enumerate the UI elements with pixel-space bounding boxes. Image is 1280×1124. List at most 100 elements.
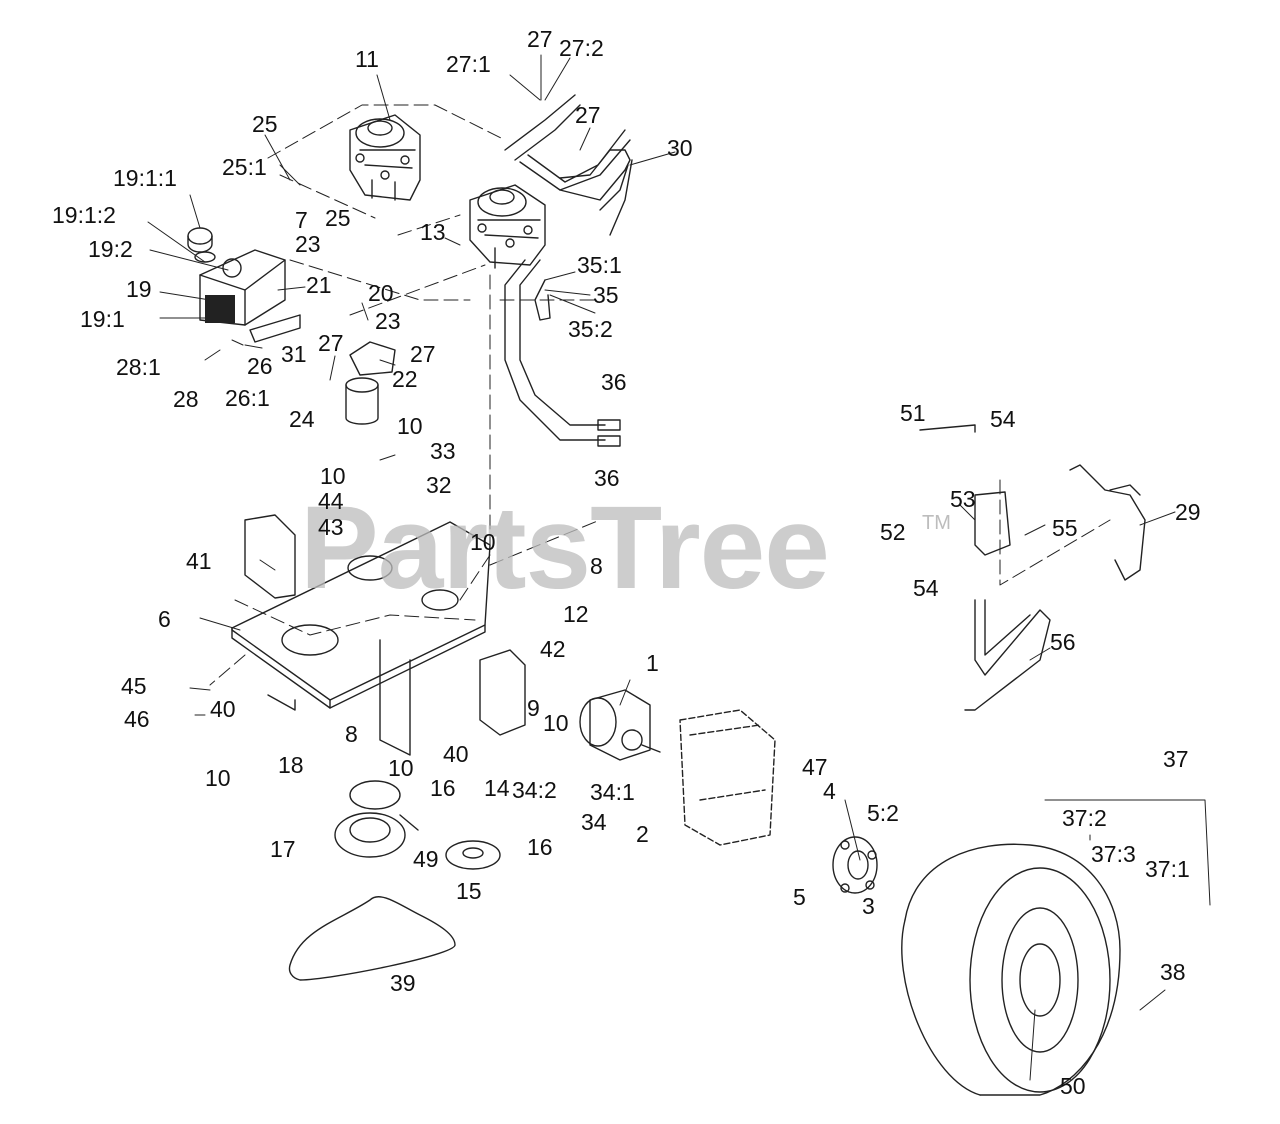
callout-42: 42 xyxy=(540,636,566,662)
watermark-trademark: TM xyxy=(922,512,951,534)
callout-37-1: 37:1 xyxy=(1145,856,1190,882)
callout-10c: 10 xyxy=(470,529,496,555)
filter-assembly xyxy=(249,314,396,425)
callout-6: 6 xyxy=(158,606,171,632)
callout-40b: 40 xyxy=(443,741,469,767)
callout-56: 56 xyxy=(1050,629,1076,655)
callout-5: 5 xyxy=(793,884,806,910)
callout-44: 44 xyxy=(318,488,344,514)
callout-55: 55 xyxy=(1052,515,1078,541)
callout-2: 2 xyxy=(636,821,649,847)
callout-27c: 27 xyxy=(318,330,344,356)
pulley xyxy=(445,840,501,870)
callout-41: 41 xyxy=(186,548,212,574)
callout-35: 35 xyxy=(593,282,619,308)
wheel-motor xyxy=(579,689,661,761)
callout-11: 11 xyxy=(355,46,379,72)
callout-24: 24 xyxy=(289,406,315,432)
callout-12: 12 xyxy=(563,601,589,627)
callout-45: 45 xyxy=(121,673,147,699)
gearbox xyxy=(679,709,776,846)
hydraulic-tubes xyxy=(504,94,633,236)
callout-25a: 25 xyxy=(252,111,278,137)
callout-38: 38 xyxy=(1160,959,1186,985)
callout-54a: 54 xyxy=(990,406,1016,432)
callout-16b: 16 xyxy=(527,834,553,860)
callout-27b: 27 xyxy=(575,102,601,128)
callout-20: 20 xyxy=(368,280,394,306)
callout-22: 22 xyxy=(392,366,418,392)
callout-9: 9 xyxy=(527,695,540,721)
hoses xyxy=(504,259,621,447)
belt xyxy=(288,896,456,981)
callout-28-1: 28:1 xyxy=(116,354,161,380)
callout-53: 53 xyxy=(950,486,976,512)
callout-17: 17 xyxy=(270,836,296,862)
callout-3: 3 xyxy=(862,893,875,919)
callout-23a: 23 xyxy=(295,231,321,257)
callout-36a: 36 xyxy=(601,369,627,395)
callout-10f: 10 xyxy=(205,765,231,791)
callout-34-2: 34:2 xyxy=(512,777,557,803)
callout-46: 46 xyxy=(124,706,150,732)
callout-51: 51 xyxy=(900,400,926,426)
callout-49: 49 xyxy=(413,846,439,872)
tire xyxy=(901,843,1121,1096)
callout-7: 7 xyxy=(295,207,308,233)
callout-21: 21 xyxy=(306,272,332,298)
callout-8a: 8 xyxy=(590,553,603,579)
callout-32: 32 xyxy=(426,472,452,498)
callout-15: 15 xyxy=(456,878,482,904)
callout-54b: 54 xyxy=(913,575,939,601)
callout-33: 33 xyxy=(430,438,456,464)
callout-34: 34 xyxy=(581,809,607,835)
callout-4: 4 xyxy=(823,778,836,804)
callout-18: 18 xyxy=(278,752,304,778)
callout-14: 14 xyxy=(484,775,510,801)
hydraulic-pump-upper xyxy=(349,114,421,201)
leader-lines xyxy=(147,54,1211,1081)
callout-40a: 40 xyxy=(210,696,236,722)
callout-10e: 10 xyxy=(388,755,414,781)
callout-28: 28 xyxy=(173,386,199,412)
pump-mounting-frame xyxy=(231,521,491,756)
callout-8b: 8 xyxy=(345,721,358,747)
callout-25-1: 25:1 xyxy=(222,154,267,180)
callout-50: 50 xyxy=(1060,1073,1086,1099)
callout-37: 37 xyxy=(1163,746,1189,772)
callout-35-2: 35:2 xyxy=(568,316,613,342)
callout-37-2: 37:2 xyxy=(1062,805,1107,831)
callout-1: 1 xyxy=(646,650,659,676)
callout-27-2: 27:2 xyxy=(559,35,604,61)
callout-37-3: 37:3 xyxy=(1091,841,1136,867)
hydraulic-reservoir xyxy=(187,227,286,326)
callout-13: 13 xyxy=(420,219,446,245)
callout-25b: 25 xyxy=(325,205,351,231)
wheel-hub xyxy=(832,836,878,894)
callout-30: 30 xyxy=(667,135,693,161)
callout-10b: 10 xyxy=(320,463,346,489)
callout-19-1-2: 19:1:2 xyxy=(52,202,116,228)
callout-36b: 36 xyxy=(594,465,620,491)
watermark: PartsTree xyxy=(300,482,830,614)
callout-19-1: 19:1 xyxy=(80,306,125,332)
hydraulic-pump-lower xyxy=(469,184,546,269)
callout-35-1: 35:1 xyxy=(577,252,622,278)
callout-29: 29 xyxy=(1175,499,1201,525)
callout-34-1: 34:1 xyxy=(590,779,635,805)
callout-23b: 23 xyxy=(375,308,401,334)
callout-27a: 27 xyxy=(527,26,553,52)
callout-5-2: 5:2 xyxy=(867,800,899,826)
callout-52: 52 xyxy=(880,519,906,545)
callout-19: 19 xyxy=(126,276,152,302)
callout-27d: 27 xyxy=(410,341,436,367)
callout-19-2: 19:2 xyxy=(88,236,133,262)
right-hoses xyxy=(919,424,1146,711)
callout-10d: 10 xyxy=(543,710,569,736)
bracket-right xyxy=(479,649,526,736)
callout-19-1-1: 19:1:1 xyxy=(113,165,177,191)
callout-31: 31 xyxy=(281,341,307,367)
